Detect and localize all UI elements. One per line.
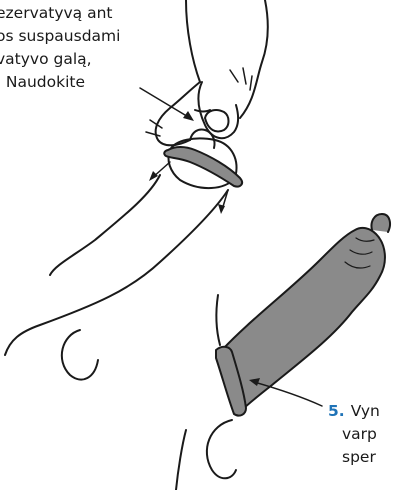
left-shaft-outline-lower xyxy=(5,190,228,355)
step-5-line: varp xyxy=(328,423,380,446)
step-5-line: sper xyxy=(328,446,380,469)
step-5-instruction-text: 5. Vyn varp sper xyxy=(328,400,380,469)
motion-mark xyxy=(230,68,252,90)
condom-reservoir-tip xyxy=(371,214,390,232)
step-5-line: Vyn xyxy=(351,402,380,420)
right-leg-line xyxy=(176,430,186,490)
step-4-line: ezervatyvą ant xyxy=(0,2,120,25)
step-5-number: 5. xyxy=(328,402,345,420)
right-scrotum xyxy=(207,420,236,478)
wrist-left-line xyxy=(186,0,200,82)
condom-rim xyxy=(164,147,242,187)
wrist-right-line xyxy=(240,0,268,118)
motion-mark-left xyxy=(146,120,162,136)
thumbnail xyxy=(205,110,229,132)
step-4-line: . Naudokite xyxy=(0,71,120,94)
left-scrotum xyxy=(62,330,98,380)
finger-crease xyxy=(195,110,210,112)
step-5-first-line: 5. Vyn xyxy=(328,400,380,423)
arrow-pointer-to-base xyxy=(254,382,322,406)
arrowhead xyxy=(183,111,194,121)
step-4-line: vatyvo galą, xyxy=(0,48,120,71)
index-finger xyxy=(156,82,200,145)
covered-shaft xyxy=(222,228,385,410)
left-shaft-outline xyxy=(50,175,160,275)
step-4-line: os suspausdami xyxy=(0,25,120,48)
right-body-line xyxy=(216,295,220,345)
step-4-instruction-text: ezervatyvą ant os suspausdami vatyvo gal… xyxy=(0,2,120,94)
